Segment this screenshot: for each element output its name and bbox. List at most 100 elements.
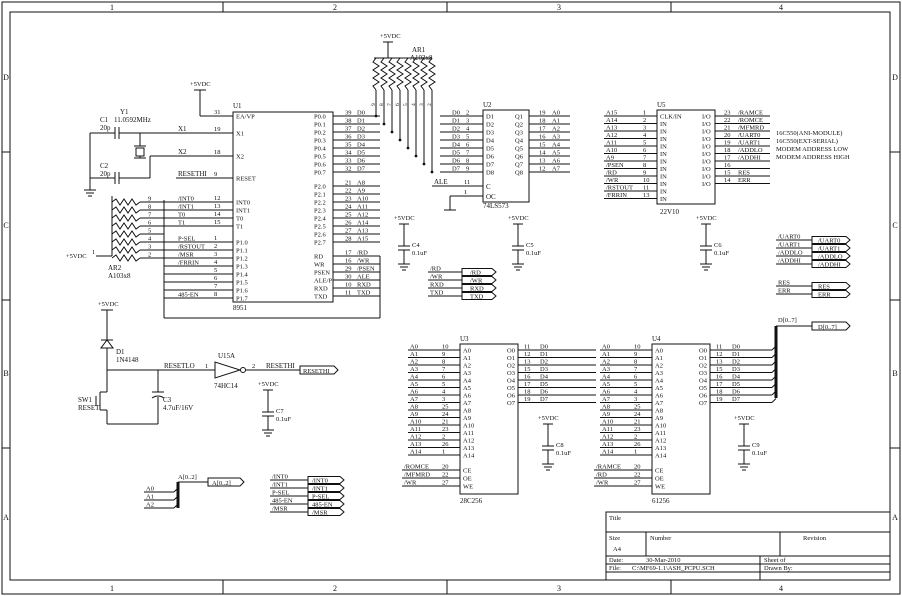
u5-pin-number: 8 bbox=[643, 162, 646, 169]
u5-net-label: A13 bbox=[606, 125, 617, 132]
power-label: +5VDC bbox=[190, 81, 211, 88]
data-bus: D[0..7] D[0..7] bbox=[774, 317, 851, 398]
ar2-pin-number: 5 bbox=[148, 228, 151, 235]
u1-pin-number: 24 bbox=[345, 204, 352, 211]
right-port-label: /ADDLO bbox=[818, 254, 843, 261]
right-port bbox=[811, 244, 851, 252]
right-net-label: /UART0 bbox=[778, 234, 800, 241]
u3-addr-net: A6 bbox=[410, 389, 419, 396]
u2-output-net: A6 bbox=[552, 158, 561, 165]
u5-pin-number: 5 bbox=[643, 140, 646, 147]
u3-pin-number: 8 bbox=[442, 359, 445, 366]
wire bbox=[771, 390, 777, 396]
u4-ctrl-net: /RAMCE bbox=[596, 464, 621, 471]
diode-ref: D1 bbox=[116, 348, 125, 356]
u4-pin-name: A4 bbox=[655, 378, 664, 385]
junction-dot bbox=[390, 130, 394, 134]
reset-circuit: +5VDC D1 1N4148 RESETLO SW1 RESET C3 4.7… bbox=[78, 301, 339, 425]
u1-pin-number: 6 bbox=[214, 275, 218, 282]
right-net-label: RES bbox=[778, 280, 790, 287]
bottom-port bbox=[307, 508, 345, 516]
u2-input-net: D2 bbox=[452, 126, 460, 133]
u3-data-net: D0 bbox=[540, 344, 548, 351]
switch-ref: SW1 bbox=[78, 396, 93, 404]
right-port-label: /UART0 bbox=[818, 238, 840, 245]
u3-addr-net: A7 bbox=[410, 396, 419, 403]
u5-body bbox=[656, 109, 716, 205]
u1-pin-name: X1 bbox=[236, 131, 244, 138]
u4-data-net: D7 bbox=[732, 396, 741, 403]
u1-pin-number: 22 bbox=[345, 188, 352, 195]
net-x1: X1 bbox=[178, 125, 187, 133]
u4-pin-number: 8 bbox=[634, 359, 637, 366]
ar1-pin-number: 6 bbox=[395, 103, 401, 106]
title-block: Title Size A4 Number Revision Date: 30-M… bbox=[605, 511, 891, 581]
cap-ref: C6 bbox=[714, 242, 722, 249]
row-label-left: A bbox=[3, 513, 9, 522]
u5-pin-name: IN bbox=[660, 166, 667, 173]
u2-pin-name: Q1 bbox=[515, 114, 523, 121]
u2-pin-name: D1 bbox=[486, 114, 494, 121]
wire bbox=[771, 353, 777, 358]
ar2-pin-number: 6 bbox=[148, 220, 152, 227]
u1-pin-name: P0.3 bbox=[314, 138, 326, 145]
a-bus-label: A[0..2] bbox=[178, 474, 197, 481]
net-resethi-out: RESETHI bbox=[266, 362, 295, 370]
ar2-pin-number: 8 bbox=[148, 204, 151, 211]
c3-value: 4.7uF/16V bbox=[163, 404, 193, 412]
u1-pin-name: P2.5 bbox=[314, 224, 326, 231]
u4-pin-name: CE bbox=[655, 468, 663, 475]
u5-pin-number: 1 bbox=[643, 110, 646, 117]
u5-pin-name: IN bbox=[660, 144, 667, 151]
junction-dot bbox=[414, 154, 418, 158]
u3-pin-name: A0 bbox=[463, 348, 471, 355]
u2-pin-number: 12 bbox=[539, 166, 546, 173]
u4-data-net: D5 bbox=[732, 381, 740, 388]
u2-pin-name: D8 bbox=[486, 170, 494, 177]
u4-addr-net: A10 bbox=[602, 419, 613, 426]
right-port bbox=[811, 290, 851, 298]
u5-net-label: /UART1 bbox=[738, 140, 760, 147]
u3-data-net: D5 bbox=[540, 381, 548, 388]
u2-pin-name: Q2 bbox=[515, 122, 523, 129]
bottom-port-group: /INT0/INT0/INT1/INT1P-SELP-SEL485-EN485-… bbox=[270, 474, 345, 517]
u3-pin-number: 4 bbox=[442, 389, 446, 396]
u2-pin-number: 7 bbox=[466, 150, 470, 157]
u4-pin-number: 25 bbox=[634, 404, 641, 411]
u2-pin-name: D5 bbox=[486, 146, 494, 153]
c2-ref: C2 bbox=[100, 162, 109, 170]
u2-pin-name: Q6 bbox=[515, 154, 524, 161]
gate-part: 74HC14 bbox=[214, 382, 238, 390]
junction-dot bbox=[406, 146, 410, 150]
u4-pin-name: A6 bbox=[655, 393, 664, 400]
u1-pin-name: RXD bbox=[314, 286, 328, 293]
ar2-resistor bbox=[111, 222, 141, 230]
u5-note: 16C550(EXT-SERIAL) bbox=[776, 138, 838, 145]
u5-pin-name: IN bbox=[660, 196, 667, 203]
u3-data-net: D4 bbox=[540, 374, 549, 381]
u2-pin-number: 2 bbox=[466, 110, 469, 117]
u1-pin-name: P1.3 bbox=[236, 264, 248, 271]
u4-pin-name: A0 bbox=[655, 348, 663, 355]
u2-c-net: ALE bbox=[434, 178, 448, 186]
u1-pin-name: P0.6 bbox=[314, 162, 326, 169]
mid-port-label: TXD bbox=[470, 294, 484, 301]
u2-pin-name: D4 bbox=[486, 138, 495, 145]
decoupling-capacitors: +5VDCC40.1uF+5VDCC50.1uF+5VDCC60.1uF+5VD… bbox=[258, 215, 767, 471]
u3-pin-number: 24 bbox=[442, 411, 449, 418]
u3-addr-net: A11 bbox=[410, 426, 421, 433]
u4-addr-net: A0 bbox=[602, 344, 610, 351]
u5-note: MODEM ADDRESS HIGH bbox=[776, 154, 850, 161]
u5-net-label: A10 bbox=[606, 147, 617, 154]
u1-pin-name: P2.6 bbox=[314, 232, 326, 239]
right-port-label: /ADDHI bbox=[818, 262, 841, 269]
u1-net-label: /MSR bbox=[178, 252, 194, 259]
u1-pin-name: ALE/P bbox=[314, 278, 332, 285]
u4-addr-net: A8 bbox=[602, 404, 610, 411]
right-net-label: /ADDLO bbox=[778, 250, 803, 257]
u3-pin-name: O2 bbox=[507, 363, 515, 370]
col-label-bottom: 1 bbox=[110, 584, 114, 593]
u5-net-label: /ADDHI bbox=[738, 155, 761, 162]
u2-pin-name: Q4 bbox=[515, 138, 524, 145]
